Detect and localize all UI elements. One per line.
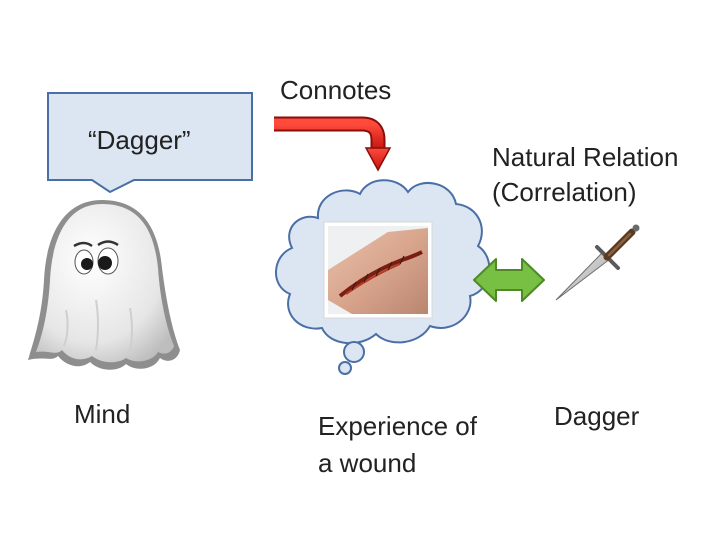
experience-label-line2: a wound bbox=[318, 448, 417, 478]
ghost-icon bbox=[28, 200, 180, 370]
speech-text: “Dagger” bbox=[88, 125, 191, 155]
connotes-arrow bbox=[274, 116, 392, 172]
dagger-icon bbox=[555, 224, 640, 301]
relation-arrow bbox=[473, 258, 545, 302]
wound-photo bbox=[323, 221, 433, 319]
mind-label: Mind bbox=[74, 399, 131, 429]
experience-label-line1: Experience of bbox=[318, 411, 477, 441]
relation-label-line1: Natural Relation bbox=[492, 142, 679, 172]
dagger-label: Dagger bbox=[554, 401, 640, 431]
connotes-label: Connotes bbox=[280, 75, 392, 105]
relation-label-line2: (Correlation) bbox=[492, 177, 637, 207]
speech-bubble bbox=[47, 92, 253, 194]
